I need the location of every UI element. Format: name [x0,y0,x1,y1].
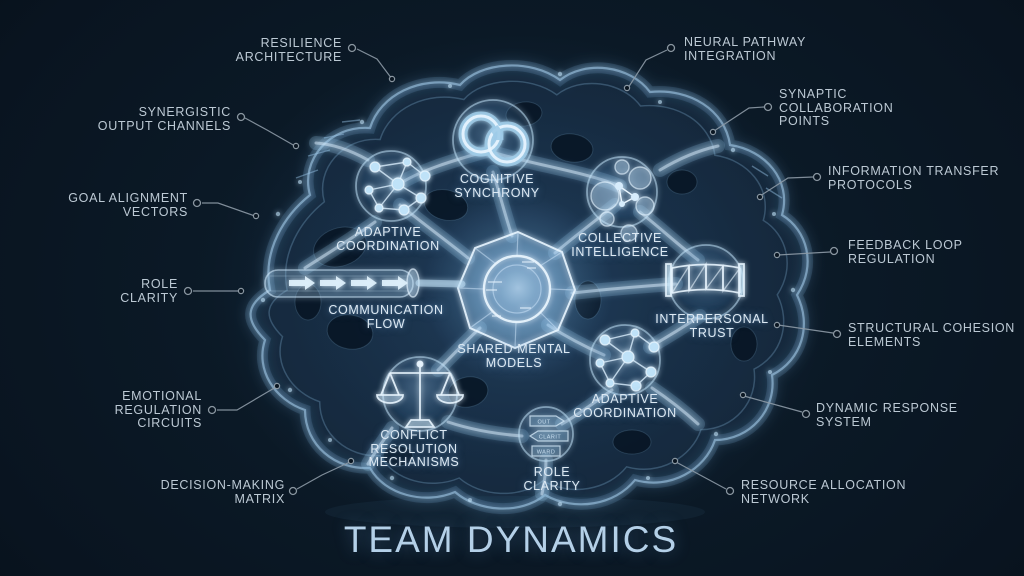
membrane-nodes [260,71,796,507]
callout-text-circles [183,43,842,496]
callout-label-role-clarity: ROLE CLARITY [120,277,178,305]
region-label-adaptive-coordination-right: ADAPTIVE COORDINATION [573,392,677,420]
callout-label-neural-pathway-integration: NEURAL PATHWAY INTEGRATION [684,35,807,63]
region-label-collective-intelligence: COLLECTIVE INTELLIGENCE [571,231,669,259]
mini-tag-text: WARD [537,450,556,456]
node-network-left-icon [364,157,431,216]
callout-label-synergistic-output-channels: SYNERGISTIC OUTPUT CHANNELS [97,105,231,133]
interlocked-rings-icon [458,111,530,167]
callout-label-synaptic-collaboration-points: SYNAPTIC COLLABORATION POINTS [779,87,894,128]
callout-lines [183,43,842,496]
callout-label-decision-making-matrix: DECISION-MAKING MATRIX [160,478,285,506]
callout-end-dots [237,75,781,465]
crystal-core-icon [423,193,613,383]
mini-tag-text: OUT [537,420,550,426]
balance-scales-icon [376,360,464,428]
callout-label-emotional-regulation-circuits: EMOTIONAL REGULATION CIRCUITS [114,389,202,430]
bubble-cluster-icon [590,159,655,242]
page-title: TEAM DYNAMICS [343,519,679,560]
callout-label-feedback-loop-regulation: FEEDBACK LOOP REGULATION [848,238,963,266]
callout-label-information-transfer-protocols: INFORMATION TRANSFER PROTOCOLS [828,164,1000,192]
region-label-cognitive-synchrony: COGNITIVE SYNCHRONY [454,172,540,200]
callout-label-structural-cohesion-elements: STRUCTURAL COHESION ELEMENTS [848,321,1016,349]
mini-tag-text: CLARIT [539,435,562,441]
process-tags-icon: OUT CLARIT WARD [528,415,569,457]
truss-bridge-icon [665,261,745,297]
region-label-shared-mental-models: SHARED MENTAL MODELS [457,342,571,370]
flow-arrows [289,276,408,290]
callout-label-resource-allocation-network: RESOURCE ALLOCATION NETWORK [741,478,907,506]
arrow-pipe-icon [264,268,466,298]
callout-label-resilience-architecture: RESILIENCE ARCHITECTURE [235,36,342,64]
callout-label-dynamic-response-system: DYNAMIC RESPONSE SYSTEM [816,401,958,429]
region-label-interpersonal-trust: INTERPERSONAL TRUST [655,312,769,340]
node-network-right-icon [595,328,660,392]
region-label-communication-flow: COMMUNICATION FLOW [328,303,444,331]
callout-label-goal-alignment-vectors: GOAL ALIGNMENT VECTORS [68,191,188,219]
region-label-role-clarity-inner: ROLE CLARITY [523,465,581,493]
region-label-conflict-resolution-mechanisms: CONFLICT RESOLUTION MECHANISMS [368,428,460,469]
region-label-adaptive-coordination-left: ADAPTIVE COORDINATION [336,225,440,253]
